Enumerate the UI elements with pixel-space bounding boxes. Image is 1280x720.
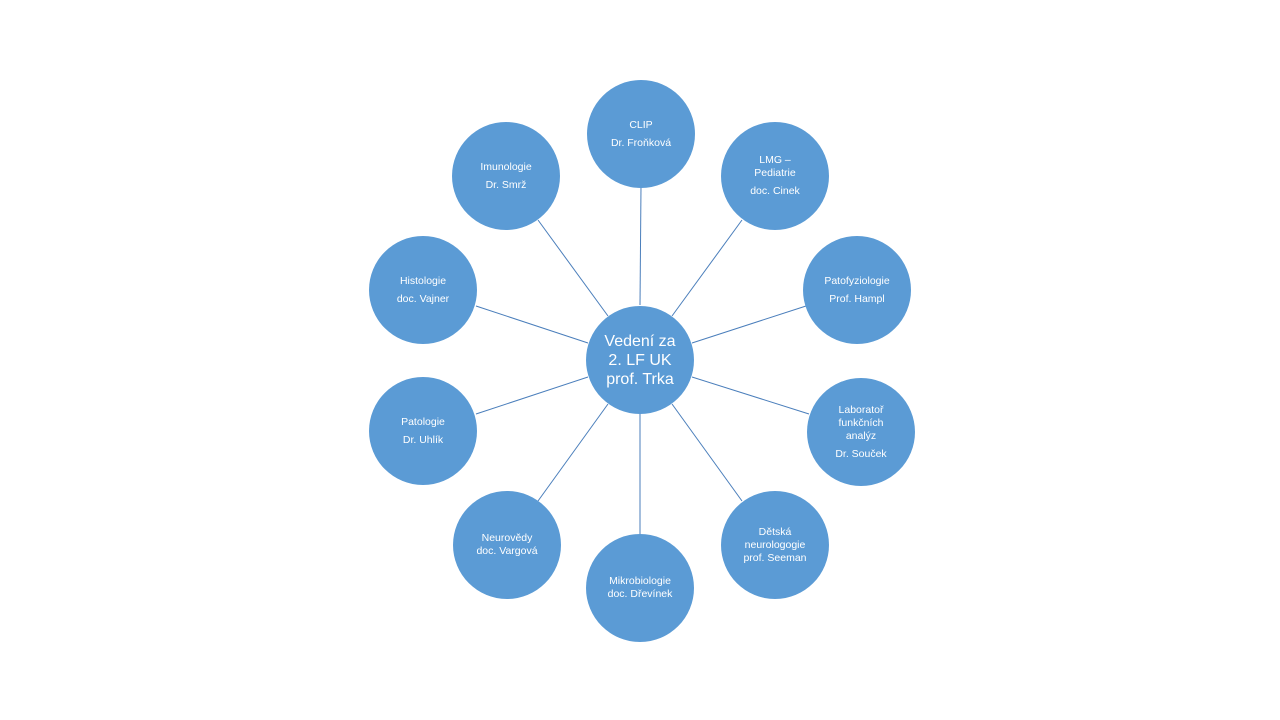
node-histologie-title: Histologie	[399, 274, 447, 287]
node-clip-title: CLIP	[629, 118, 653, 131]
node-lmg-title-1: LMG –	[759, 154, 791, 166]
node-imunologie-person: Dr. Smrž	[485, 178, 527, 191]
node-patofyziologie-person: Prof. Hampl	[829, 292, 885, 305]
connector-histologie	[475, 305, 589, 344]
node-laborator-title-1: Laboratoř	[838, 403, 884, 416]
node-neurovedy-title: Neurovědy	[481, 532, 533, 544]
node-patologie: Patologie Dr. Uhlík	[369, 377, 477, 485]
center-node: Vedení za 2. LF UK prof. Trka	[586, 306, 694, 414]
node-patologie-title: Patologie	[401, 415, 445, 428]
connector-imunologie	[537, 219, 609, 317]
connector-clip	[639, 185, 642, 306]
node-lmg: LMG – Pediatrie doc. Cinek	[721, 122, 829, 230]
node-detska-neurologie: Dětská neurologogie prof. Seeman	[721, 491, 829, 599]
node-imunologie: Imunologie Dr. Smrž	[452, 122, 560, 230]
connector-patofyziologie	[691, 305, 807, 344]
node-patologie-person: Dr. Uhlík	[402, 433, 444, 446]
center-line-1: Vedení za	[604, 332, 676, 350]
node-laborator-title-2: funkčních	[838, 416, 884, 429]
node-histologie-person: doc. Vajner	[396, 292, 450, 305]
node-mikrobiologie-person: doc. Dřevínek	[607, 588, 673, 600]
node-patofyziologie-title: Patofyziologie	[824, 274, 890, 287]
node-laborator-person: Dr. Souček	[835, 447, 887, 460]
node-lmg-title-2: Pediatrie	[754, 167, 796, 179]
node-neurovedy-person: doc. Vargová	[476, 545, 538, 557]
center-line-3: prof. Trka	[606, 370, 674, 388]
node-patofyziologie: Patofyziologie Prof. Hampl	[803, 236, 911, 344]
node-detska-neurologie-person: prof. Seeman	[743, 551, 807, 564]
connector-laborator	[691, 376, 810, 415]
node-laborator: Laboratoř funkčních analýz Dr. Souček	[807, 378, 915, 486]
connector-detska-neurologie	[671, 403, 743, 502]
node-clip-person: Dr. Froňková	[610, 136, 672, 149]
node-detska-neurologie-title-1: Dětská	[758, 525, 792, 538]
node-laborator-title-3: analýz	[845, 429, 877, 442]
node-mikrobiologie: Mikrobiologie doc. Dřevínek	[586, 534, 694, 642]
center-line-2: 2. LF UK	[608, 351, 672, 369]
node-lmg-person: doc. Cinek	[750, 185, 800, 197]
node-histologie: Histologie doc. Vajner	[369, 236, 477, 344]
connector-neurovedy	[537, 403, 609, 502]
node-detska-neurologie-title-2: neurologogie	[744, 538, 806, 551]
node-mikrobiologie-title: Mikrobiologie	[609, 575, 671, 587]
connector-patologie	[475, 376, 589, 415]
node-imunologie-title: Imunologie	[480, 160, 532, 173]
connector-lmg	[671, 219, 743, 317]
node-neurovedy: Neurovědy doc. Vargová	[453, 491, 561, 599]
node-clip: CLIP Dr. Froňková	[587, 80, 695, 188]
